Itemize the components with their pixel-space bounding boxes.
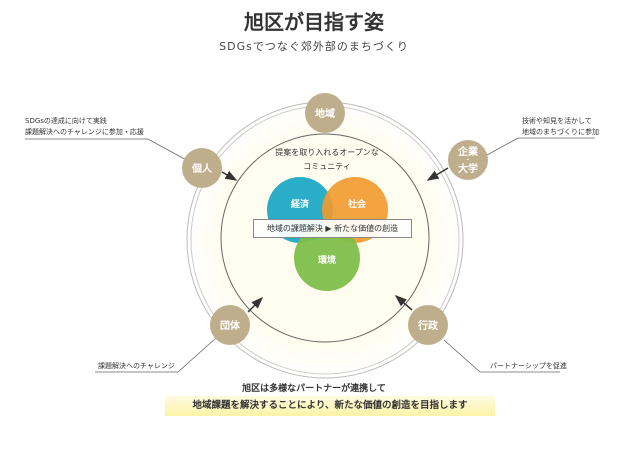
annotation-group: 課題解決へのチャレンジ — [98, 362, 175, 370]
node-government: 行政 — [408, 305, 448, 345]
flow-box: 地域の課題解決 ▶ 新たな価値の創造 — [253, 219, 412, 238]
svg-text:企業: 企業 — [457, 145, 479, 158]
message-line1: 旭区は多様なパートナーが連携して — [242, 384, 386, 394]
node-company-university: 企業・大学 — [448, 140, 488, 180]
annotation-company: 技術や知見を活かして地域のまちづくりに参加 — [522, 117, 599, 136]
svg-text:大学: 大学 — [458, 162, 478, 175]
node-region: 地域 — [305, 93, 345, 133]
community-label: 提案を取り入れるオープンなコミュニティ — [275, 148, 379, 171]
page-title: 旭区が目指す姿 — [244, 10, 384, 34]
svg-text:団体: 団体 — [220, 319, 241, 332]
arrows — [221, 167, 449, 313]
venn-environment-label: 環境 — [318, 254, 336, 266]
page-subtitle: SDGsでつなぐ郊外部のまちづくり — [219, 40, 409, 53]
play-arrow-icon: ▶ — [325, 224, 332, 233]
venn-economy-label: 経済 — [291, 198, 310, 210]
node-group: 団体 — [210, 305, 250, 345]
annotation-government: パートナーシップを促進 — [490, 362, 567, 370]
venn-society-label: 社会 — [347, 198, 367, 210]
svg-text:・: ・ — [465, 157, 471, 164]
connector-lines — [25, 137, 595, 373]
svg-text:行政: 行政 — [417, 319, 439, 332]
svg-text:個人: 個人 — [191, 162, 213, 175]
svg-text:地域: 地域 — [315, 107, 335, 120]
annotation-individual: SDGsの達成に向けて実践課題解決へのチャレンジに参加・応援 — [25, 117, 144, 136]
venn-environment — [294, 225, 360, 291]
node-individual: 個人 — [182, 148, 222, 188]
message-line2: 地域課題を解決することにより、新たな価値の創造を目指します — [165, 396, 495, 416]
